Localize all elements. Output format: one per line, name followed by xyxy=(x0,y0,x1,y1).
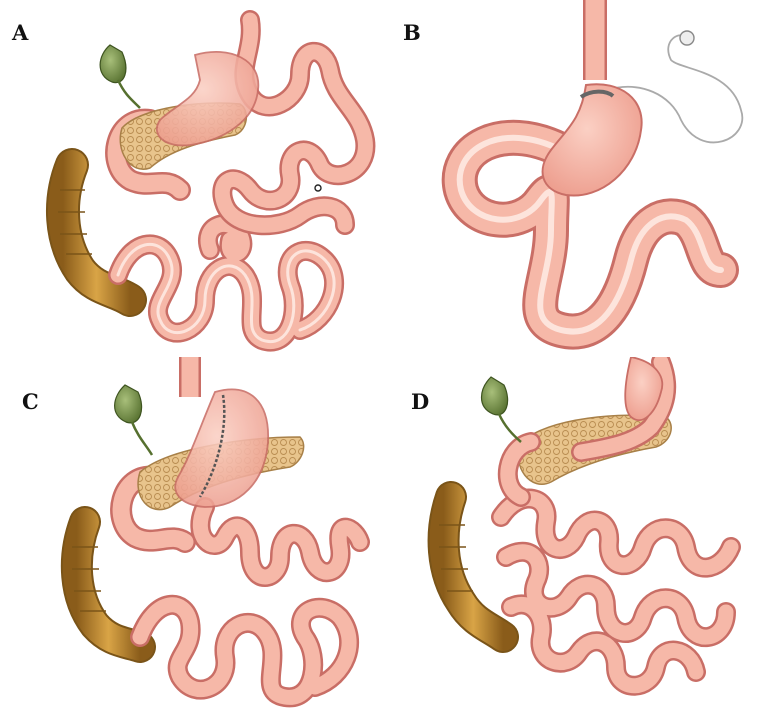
anastomosis-mark xyxy=(315,185,321,191)
stomach xyxy=(175,389,268,507)
small-bowel xyxy=(501,498,731,685)
panel-b: B xyxy=(381,0,762,356)
stomach xyxy=(157,52,258,146)
panel-label-c: C xyxy=(22,389,39,414)
illustration-c xyxy=(0,357,381,713)
panel-label-b: B xyxy=(403,20,421,45)
illustration-d xyxy=(381,357,762,713)
illustration-a xyxy=(0,0,381,356)
illustration-b xyxy=(381,0,762,356)
gallbladder xyxy=(482,377,522,442)
access-port xyxy=(680,31,694,45)
panel-label-d: D xyxy=(411,389,429,414)
gallbladder xyxy=(115,385,152,455)
panel-a: A xyxy=(0,0,381,356)
gallbladder xyxy=(100,45,140,108)
panel-c: C xyxy=(0,357,381,713)
panel-label-a: A xyxy=(12,20,28,45)
panel-d: D xyxy=(381,357,762,713)
